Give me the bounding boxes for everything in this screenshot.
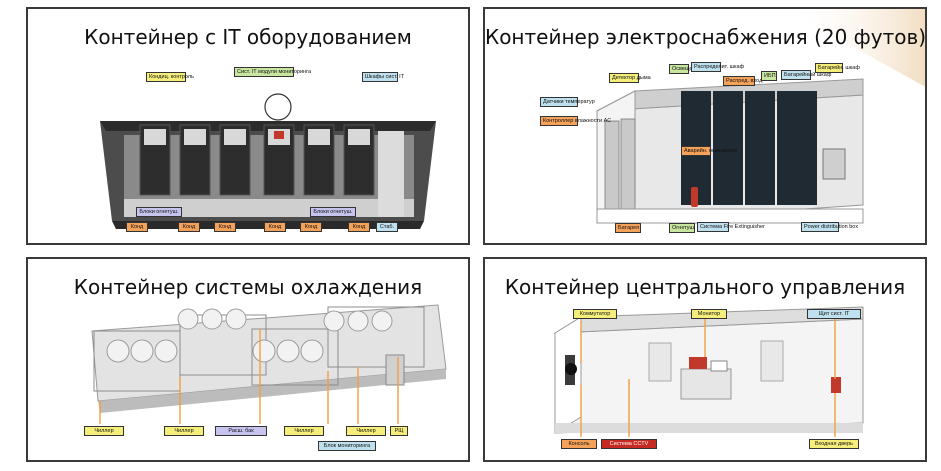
label-emergency-lighting: Аварийн. освещение (681, 146, 711, 156)
label-chiller-1: Чиллер (84, 426, 124, 436)
label-conditioning-control: Кондиц. контроль (146, 72, 186, 82)
label-temp-sensors: Датчики температур (540, 97, 578, 107)
label-humidity-controller: Контроллер влажности AC (540, 116, 578, 126)
panel-control-container: Контейнер центрального управления Коммут… (483, 257, 927, 462)
label-switchboard: РЩ (390, 426, 408, 436)
it-container-drawing (28, 9, 470, 245)
label-smoke-detector: Детектор дыма (609, 73, 639, 83)
power-container-drawing (485, 9, 927, 245)
label-ac-6: Конд (348, 222, 370, 232)
label-ups: ИБП (761, 71, 777, 81)
label-distribution-input: Распред. вход (723, 76, 755, 86)
panel-it-container: Контейнер с IT оборудованием Конд (26, 7, 470, 245)
label-fire-extinguisher-system: Система Fire Extinguisher (697, 222, 729, 232)
label-battery-cabinet-2: Батарейн. шкаф (815, 63, 843, 73)
label-ac-5: Конд (300, 222, 322, 232)
label-lighting: Освещение (669, 64, 689, 74)
panel-power-container: Контейнер электроснабжения (20 футов) Да… (483, 7, 927, 245)
label-battery: Батарея (615, 223, 641, 233)
label-chiller-3: Чиллер (284, 426, 324, 436)
label-it-cabinets: Шкафы сист. IT (362, 72, 398, 82)
control-container-drawing (485, 259, 927, 462)
label-entrance-door: Входная дверь (809, 439, 859, 449)
label-extinguisher: Огнетуш. (669, 223, 695, 233)
label-stabilizer: Стаб. (376, 222, 398, 232)
label-monitor: Монитор (691, 309, 727, 319)
label-expansion-tank: Расш. бак (215, 426, 267, 436)
label-monitoring-unit: Блок мониторинга (318, 441, 376, 451)
label-battery-cabinet: Батарейный шкаф (781, 70, 811, 80)
label-distribution-cabinet: Распределит. шкаф (691, 62, 721, 72)
label-ac-4: Конд (264, 222, 286, 232)
label-console: Консоль (561, 439, 597, 449)
label-extinguisher-right: Блоки огнетуш. (310, 207, 356, 217)
panel-cooling-container: Контейнер системы охлаждения Чилле (26, 257, 470, 462)
label-ac-3: Конд (214, 222, 236, 232)
label-power-distribution-box: Power distribution box (801, 222, 839, 232)
label-ac-1: Конд (126, 222, 148, 232)
label-monitoring-modules: Сист. IT модули мониторинга (234, 67, 294, 77)
label-chiller-2: Чиллер (164, 426, 204, 436)
label-switch: Коммутатор (573, 309, 617, 319)
label-chiller-4: Чиллер (346, 426, 386, 436)
label-ac-2: Конд (178, 222, 200, 232)
label-cctv-system: Система CCTV (601, 439, 657, 449)
label-extinguisher-left: Блоки огнетуш. (136, 207, 182, 217)
label-it-panel: Щит сист. IT (807, 309, 861, 319)
